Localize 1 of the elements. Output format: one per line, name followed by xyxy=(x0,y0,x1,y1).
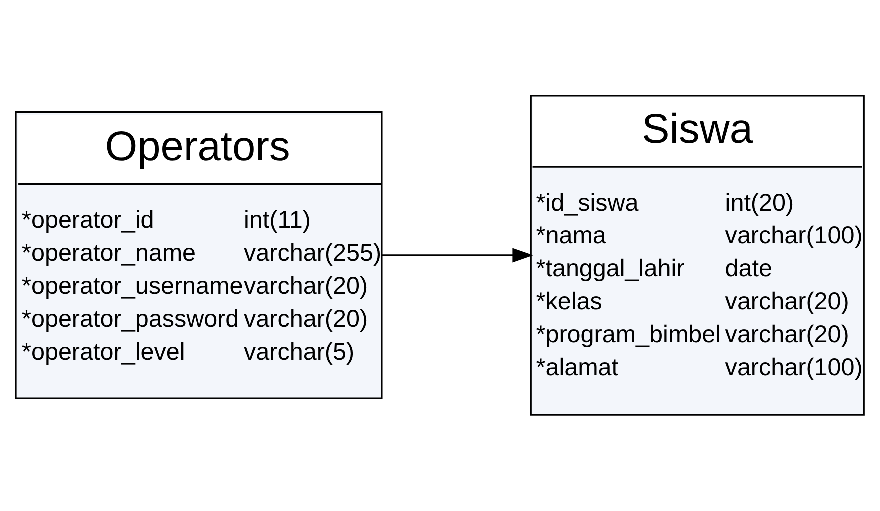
arrow xyxy=(382,248,534,263)
